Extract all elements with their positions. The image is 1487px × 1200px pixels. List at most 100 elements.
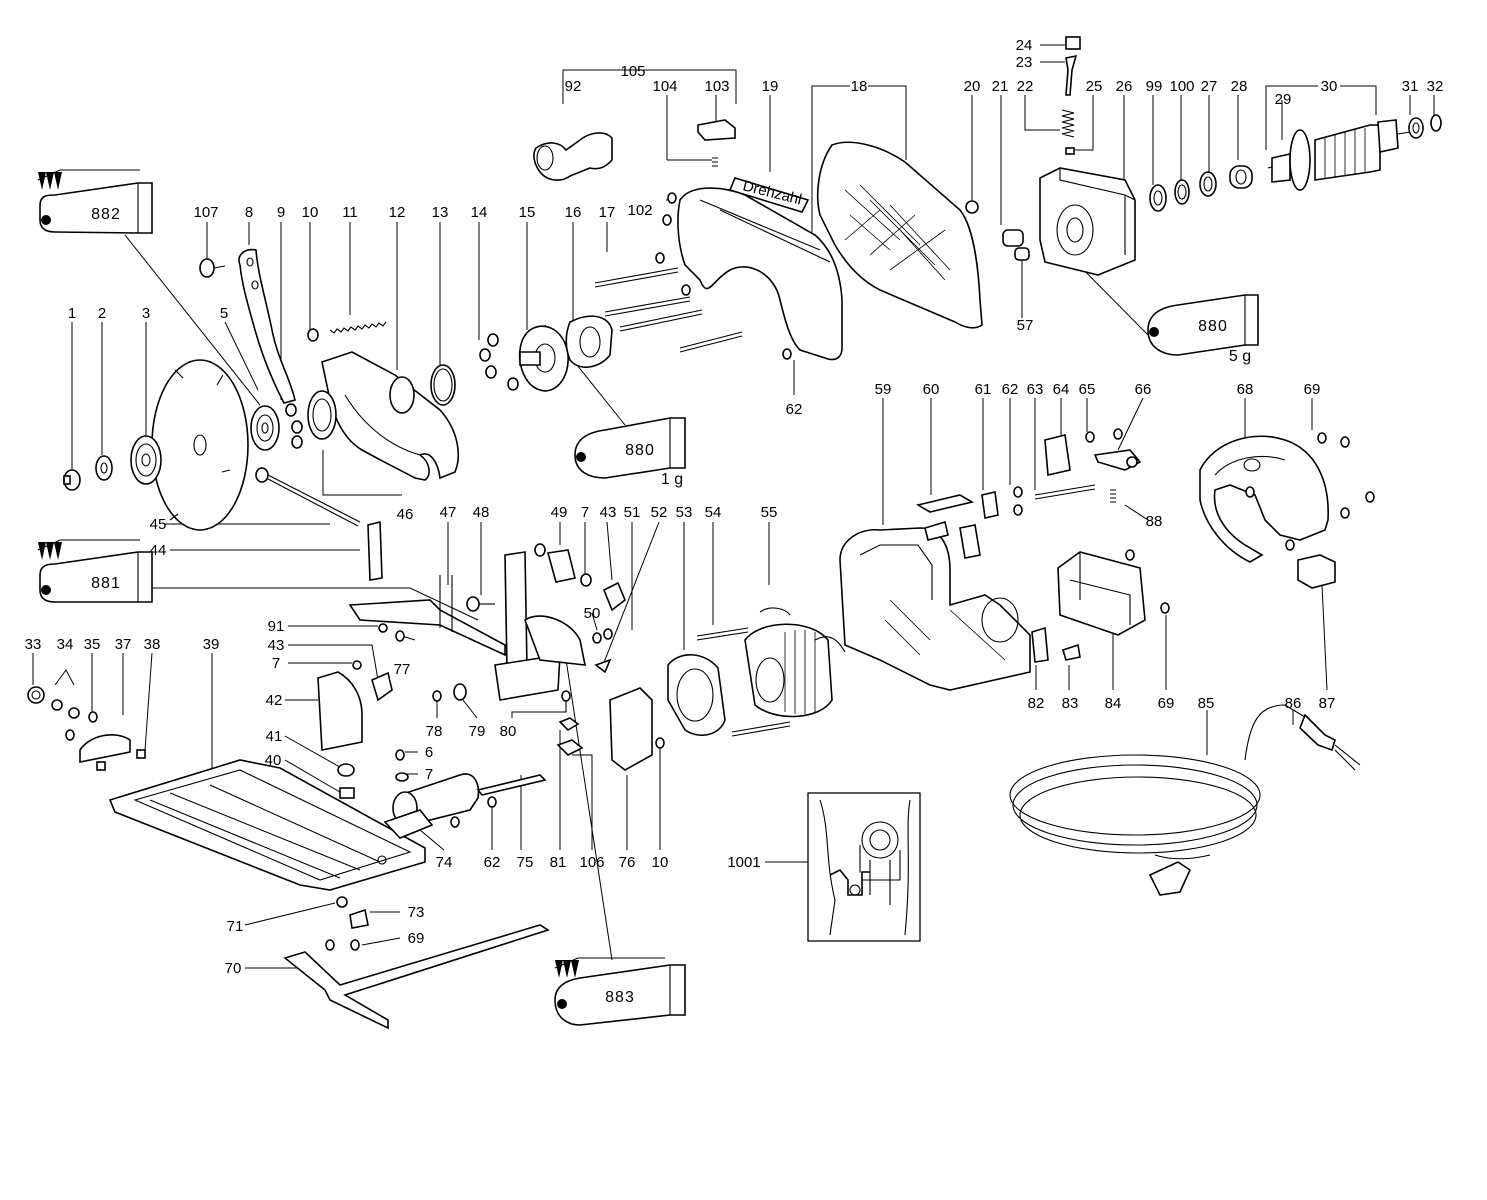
part-number: 37 <box>115 636 132 653</box>
spring-22 <box>1061 109 1075 138</box>
part-number: 71 <box>227 918 244 935</box>
part-number: 6 <box>425 744 433 761</box>
block-87 <box>1297 554 1336 589</box>
part-number: 70 <box>225 960 242 977</box>
part-number: 69 <box>1158 695 1175 712</box>
part-number: 79 <box>469 723 486 740</box>
part-number: 69 <box>408 930 425 947</box>
part-number: 42 <box>266 692 283 709</box>
part-number: 68 <box>1237 381 1254 398</box>
grease-tube-labels: 882 881 880 880 883 1 g 5 g <box>91 206 1251 1006</box>
part-number: 52 <box>651 504 668 521</box>
part-number: 33 <box>25 636 42 653</box>
saw-blade <box>151 359 249 531</box>
bracket-47 <box>348 599 506 657</box>
grease-quantity-1g: 1 g <box>661 471 683 488</box>
part-number: 7 <box>581 504 589 521</box>
part-number: 59 <box>875 381 892 398</box>
part-number: 77 <box>394 661 411 678</box>
part-number: 99 <box>1146 78 1163 95</box>
part-number: 75 <box>517 854 534 871</box>
bolt-45 <box>255 467 361 527</box>
part-number: 34 <box>57 636 74 653</box>
knob-33 <box>27 686 45 704</box>
part-number: 105 <box>620 63 645 80</box>
part-number: 63 <box>1027 381 1044 398</box>
bearing-28 <box>1229 165 1253 189</box>
handle-68 <box>1199 435 1329 563</box>
bearing-27 <box>1199 171 1217 197</box>
part-number: 5 <box>220 305 228 322</box>
part-number: 91 <box>268 618 285 635</box>
outer-flange <box>130 435 162 485</box>
base-plate-39 <box>108 759 426 891</box>
part-number: 47 <box>440 504 457 521</box>
ring-32 <box>1430 114 1442 132</box>
part-number: 73 <box>408 904 425 921</box>
part-number: 39 <box>203 636 220 653</box>
part-number: 9 <box>277 204 285 221</box>
part-number: 88 <box>1146 513 1163 530</box>
washer-100 <box>1174 179 1190 205</box>
part-number: 14 <box>471 204 488 221</box>
part-number: 50 <box>584 605 601 622</box>
blade-screw <box>63 469 81 491</box>
flange-washer <box>95 455 113 481</box>
tube-label-883: 883 <box>605 989 635 1006</box>
part-number: 60 <box>923 381 940 398</box>
long-screws-17 <box>594 267 743 353</box>
screw-107 <box>199 258 226 278</box>
housing-shell-18 <box>816 141 983 329</box>
riving-knife <box>238 248 296 404</box>
part-number: 69 <box>1304 381 1321 398</box>
lower-blade-guard <box>321 351 460 481</box>
part-number: 85 <box>1198 695 1215 712</box>
brush-cap-24 <box>1065 36 1081 50</box>
part-number: 80 <box>500 723 517 740</box>
part-number: 1001 <box>727 854 760 871</box>
part-number: 16 <box>565 204 582 221</box>
parallel-guide-70 <box>283 924 550 1030</box>
grease-tube-883 <box>554 957 686 1026</box>
part-number: 55 <box>761 504 778 521</box>
guide-cylinder-74 <box>383 773 480 839</box>
motor-housing-59 <box>839 527 1031 691</box>
parts: Drehzahl <box>27 36 1442 1030</box>
part-number: 22 <box>1017 78 1034 95</box>
part-number: 74 <box>436 854 453 871</box>
nut-106 <box>556 739 584 756</box>
part-number: 103 <box>704 78 729 95</box>
gear-housing-26 <box>1039 167 1136 276</box>
part-number: 92 <box>565 78 582 95</box>
switch-64 <box>1044 434 1071 476</box>
part-number: 64 <box>1053 381 1070 398</box>
part-number: 106 <box>579 854 604 871</box>
part-number: 25 <box>1086 78 1103 95</box>
grease-tube-880-1g <box>574 417 686 479</box>
angle-bracket <box>494 551 586 701</box>
part-number: 44 <box>150 542 167 559</box>
grease-quantity-5g: 5 g <box>1229 348 1251 365</box>
part-number: 78 <box>426 723 443 740</box>
part-number: 12 <box>389 204 406 221</box>
part-number: 10 <box>302 204 319 221</box>
part-number: 8 <box>245 204 253 221</box>
part-number: 30 <box>1321 78 1338 95</box>
part-number: 107 <box>193 204 218 221</box>
part-number: 48 <box>473 504 490 521</box>
part-numbers: 105 92 104 103 19 18 24 23 22 25 20 21 2… <box>25 37 1444 977</box>
part-number: 20 <box>964 78 981 95</box>
part-number: 46 <box>397 506 414 523</box>
part-number: 62 <box>484 854 501 871</box>
part-number: 86 <box>1285 695 1302 712</box>
bearing-ring-46 <box>307 390 337 440</box>
part-number: 24 <box>1016 37 1033 54</box>
part-number: 21 <box>992 78 1009 95</box>
part-number: 28 <box>1231 78 1248 95</box>
part-number: 13 <box>432 204 449 221</box>
part-number: 29 <box>1275 91 1292 108</box>
part-number: 18 <box>851 78 868 95</box>
part-number: 38 <box>144 636 161 653</box>
plate-60 <box>915 494 975 513</box>
